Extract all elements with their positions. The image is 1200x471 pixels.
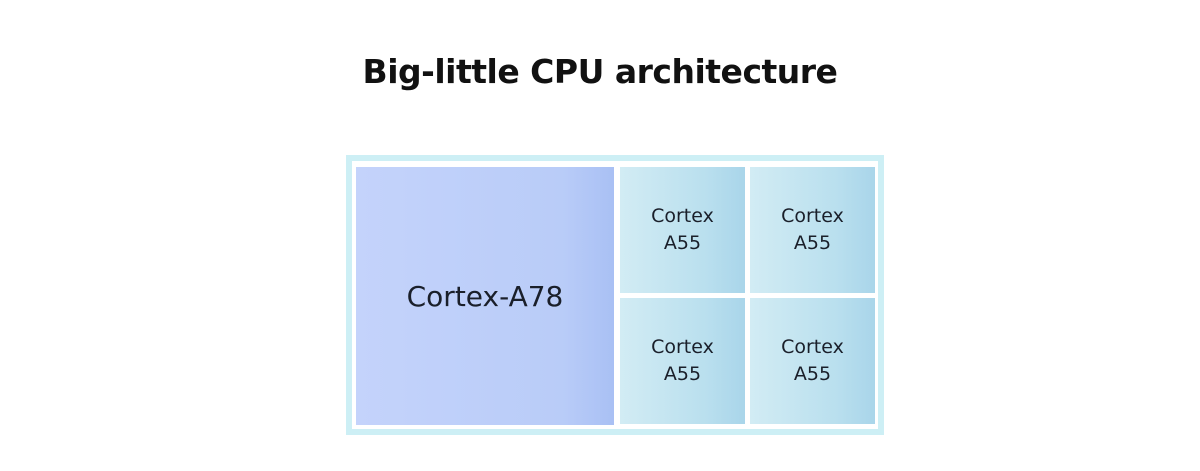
core-label-line2: A55 [663, 232, 702, 254]
core-label-line1: Cortex [781, 205, 844, 227]
core-label-line1: Cortex [651, 336, 714, 358]
big-core-cortex-a78: Cortex-A78 [356, 167, 614, 425]
core-label-line1: Cortex [781, 336, 844, 358]
core-label-line2: A55 [793, 232, 832, 254]
diagram-title: Big-little CPU architecture [362, 52, 838, 91]
core-label-line2: A55 [793, 363, 832, 385]
core-label-line2: A55 [663, 363, 702, 385]
big-core-label: Cortex-A78 [406, 279, 564, 313]
core-label-line1: Cortex [651, 205, 714, 227]
